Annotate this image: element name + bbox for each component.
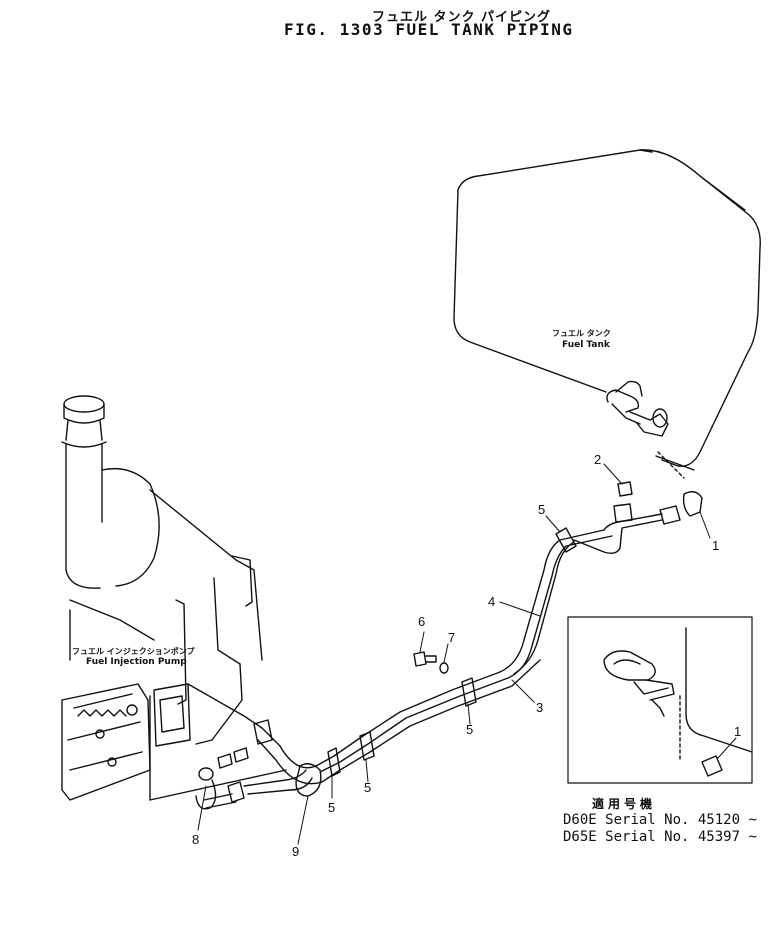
callout-8: 8: [192, 832, 200, 847]
callout-1-inset: 1: [734, 724, 742, 739]
figure-title-jp: フュエル タンク パイピング: [372, 10, 552, 25]
fuel-tank-label: Fuel Tank: [562, 340, 610, 350]
serial-d65e: Serial No. 45397 ~: [605, 829, 757, 845]
fittings-drawing: [195, 481, 703, 810]
callout-5-right: 5: [364, 780, 372, 795]
applicability-heading: 適用号機: [592, 797, 657, 811]
applicability-row-d60e: D60E Serial No. 45120 ~: [563, 812, 757, 828]
fuel-pipes-drawing: [187, 513, 663, 795]
clamps-drawing: [295, 527, 577, 797]
callout-5-left: 5: [328, 800, 336, 815]
injection-pump-label-jp: フュエル インジェクションポンプ: [72, 647, 195, 656]
callout-6: 6: [418, 614, 426, 629]
callout-3: 3: [536, 700, 544, 715]
figure-title: FIG. 1303 FUEL TANK PIPING: [284, 20, 574, 39]
model-d60e: D60E: [563, 812, 597, 828]
fuel-tank-label-jp: フュエル タンク: [552, 329, 611, 338]
callout-4: 4: [488, 594, 496, 609]
callout-5-top: 5: [538, 502, 546, 517]
callout-9: 9: [292, 844, 300, 859]
callout-7: 7: [448, 630, 456, 645]
callout-5-mid: 5: [466, 722, 474, 737]
fuel-tank-drawing: [453, 149, 761, 479]
model-d65e: D65E: [563, 829, 597, 845]
callout-1: 1: [712, 538, 720, 553]
applicability-row-d65e: D65E Serial No. 45397 ~: [563, 829, 757, 845]
detail-inset: [567, 616, 753, 784]
injection-pump-label: Fuel Injection Pump: [86, 657, 187, 667]
serial-d60e: Serial No. 45120 ~: [605, 812, 757, 828]
engine-drawing: [61, 395, 287, 801]
leader-lines: [197, 463, 711, 845]
callout-2: 2: [594, 452, 602, 467]
